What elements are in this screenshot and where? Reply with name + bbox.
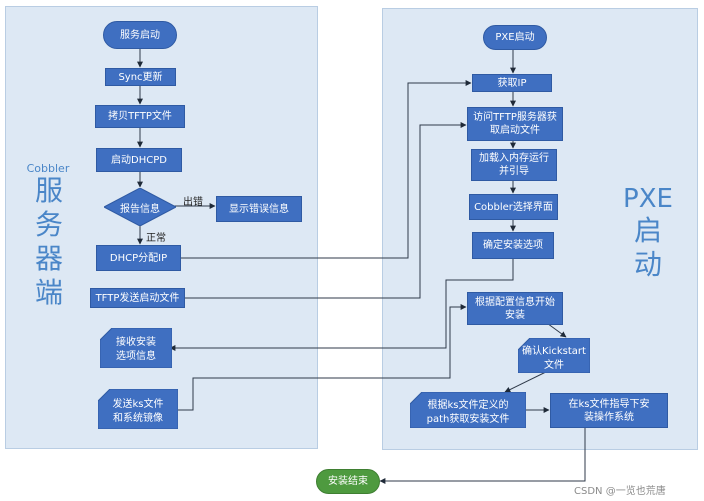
kickstart-label-2: 文件	[544, 360, 564, 371]
kickstart-shape	[518, 338, 590, 373]
error-label: 出错	[183, 197, 203, 208]
receive-options-shape	[100, 328, 172, 368]
service-start-node: 服务启动	[103, 21, 177, 49]
confirm-option-node: 确定安装选项	[472, 232, 554, 259]
start-dhcpd-node: 启动DHCPD	[96, 148, 182, 172]
receive-options-label-2: 选项信息	[116, 351, 156, 362]
path-file-label-1: 根据ks文件定义的	[427, 400, 509, 411]
receive-options-label-1: 接收安装	[116, 337, 156, 348]
visit-tftp-line-2: 取启动文件	[490, 125, 540, 136]
start-install-line-1: 根据配置信息开始	[475, 296, 555, 308]
arrow-confirm-receive	[169, 259, 514, 351]
pxe-side-label-char-2: 动	[633, 248, 662, 281]
kickstart-label-1: 确认Kickstart	[522, 346, 586, 357]
cobbler-menu-node: Cobbler选择界面	[469, 194, 558, 220]
server-side-label-char-3: 器	[34, 242, 63, 275]
server-side-label-char-4: 端	[34, 276, 63, 309]
visit-tftp-node: 访问TFTP服务器获 取启动文件	[467, 107, 563, 141]
load-memory-node: 加载入内存运行 并引导	[471, 149, 557, 181]
copy-tftp-node: 拷贝TFTP文件	[95, 105, 185, 128]
path-file-shape	[410, 392, 526, 428]
report-decision-label: 报告信息	[120, 204, 160, 215]
arrow-guide-end	[379, 428, 586, 484]
start-install-line-2: 安装	[505, 309, 525, 321]
watermark: CSDN @一览也荒唐	[574, 486, 666, 497]
pxe-side-label-top: PXE	[623, 184, 673, 214]
server-side-label-small: Cobbler	[26, 162, 70, 175]
path-file-label-2: path获取安装文件	[426, 414, 510, 425]
server-side-label-char-2: 务	[34, 208, 63, 241]
load-memory-line-1: 加载入内存运行	[479, 153, 549, 164]
send-ks-shape	[98, 389, 178, 429]
get-ip-node: 获取IP	[472, 74, 552, 92]
report-decision-diamond	[104, 188, 176, 226]
normal-label: 正常	[146, 233, 166, 244]
pxe-start-node: PXE启动	[483, 25, 547, 50]
tftp-send-node: TFTP发送启动文件	[90, 288, 185, 308]
visit-tftp-line-1: 访问TFTP服务器获	[473, 112, 557, 123]
server-side-label-char-1: 服	[34, 174, 63, 207]
show-error-node: 显示错误信息	[216, 196, 302, 222]
start-install-node: 根据配置信息开始 安装	[467, 292, 563, 325]
sync-update-node: Sync更新	[105, 68, 176, 86]
install-end-node: 安装结束	[316, 469, 380, 494]
load-memory-line-2: 并引导	[499, 166, 529, 177]
pxe-side-label-char-1: 启	[633, 214, 662, 247]
install-os-line-1: 在ks文件指导下安	[568, 398, 650, 410]
arrow-dhcpip-getip	[181, 80, 472, 259]
install-os-node: 在ks文件指导下安 装操作系统	[550, 393, 668, 428]
send-ks-label-2: 和系统镜像	[113, 413, 163, 424]
arrow-send-install	[178, 304, 467, 411]
dhcp-assign-ip-node: DHCP分配IP	[96, 245, 181, 271]
install-os-line-2: 装操作系统	[584, 411, 634, 423]
send-ks-label-1: 发送ks文件	[112, 399, 164, 410]
arrow-tftp-visit	[185, 122, 467, 299]
